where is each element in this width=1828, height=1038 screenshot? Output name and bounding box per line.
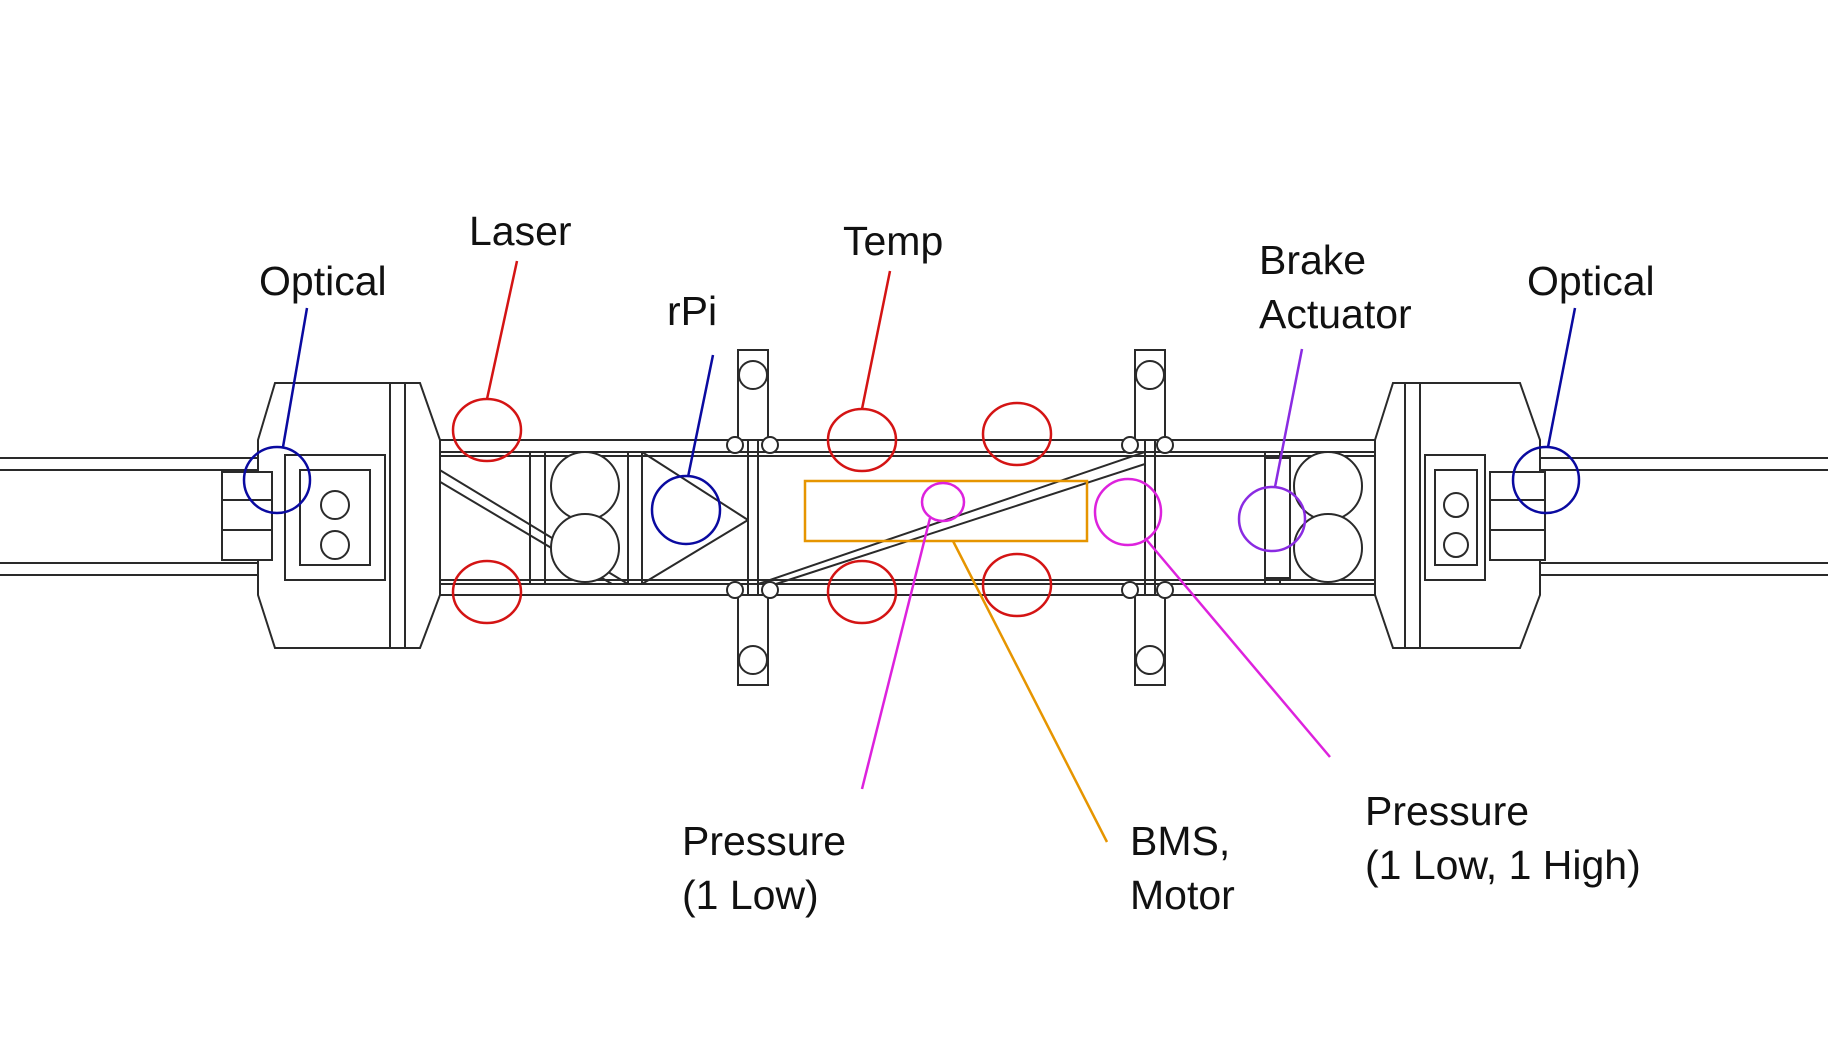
left-end-module — [221, 382, 441, 649]
label-pressure-high: Pressure (1 Low, 1 High) — [1365, 784, 1641, 892]
rpi-marker — [650, 474, 722, 546]
label-temp: Temp — [843, 218, 944, 264]
label-brake-line1: Brake — [1259, 237, 1367, 283]
label-pressure-high-line2: (1 Low, 1 High) — [1365, 842, 1641, 888]
label-rpi: rPi — [667, 288, 718, 334]
label-bms-line2: Motor — [1130, 872, 1235, 918]
pressure-low-leader — [860, 517, 932, 790]
air-tanks — [550, 451, 1363, 583]
temp-marker-2 — [981, 401, 1053, 467]
optical-right-leader — [1546, 307, 1577, 448]
temp-marker-4 — [981, 552, 1053, 618]
label-pressure-low: Pressure (1 Low) — [682, 814, 846, 922]
brake-actuator-marker — [1237, 485, 1307, 553]
optical-left-leader — [281, 307, 309, 448]
sensor-markers — [242, 397, 1581, 625]
label-bms-line1: BMS, — [1130, 818, 1231, 864]
bms-leader — [951, 540, 1109, 843]
laser-bottom-marker — [451, 559, 523, 625]
laser-leader — [485, 260, 519, 400]
optical-right-marker — [1511, 445, 1581, 515]
leader-lines — [281, 260, 1577, 843]
label-pressure-low-line1: Pressure — [682, 818, 847, 864]
label-pressure-low-line2: (1 Low) — [682, 872, 819, 918]
pressure-high-leader — [1144, 537, 1331, 758]
label-laser: Laser — [469, 208, 572, 254]
brake-leader — [1273, 348, 1304, 488]
rpi-leader — [686, 354, 715, 478]
label-optical-left: Optical — [259, 258, 387, 304]
pressure-low-marker — [920, 481, 966, 523]
temp-leader — [860, 270, 892, 410]
bms-motor-marker — [803, 479, 1089, 543]
lateral-wheels — [726, 349, 1174, 686]
label-brake-actuator: Brake Actuator — [1259, 233, 1412, 341]
label-bms-motor: BMS, Motor — [1130, 814, 1235, 922]
label-brake-line2: Actuator — [1259, 291, 1412, 337]
label-optical-right: Optical — [1527, 258, 1655, 304]
temp-marker-3 — [826, 559, 898, 625]
right-end-module — [1374, 382, 1546, 649]
optical-left-marker — [242, 445, 312, 515]
pressure-high-marker — [1093, 477, 1163, 547]
label-pressure-high-line1: Pressure — [1365, 788, 1530, 834]
